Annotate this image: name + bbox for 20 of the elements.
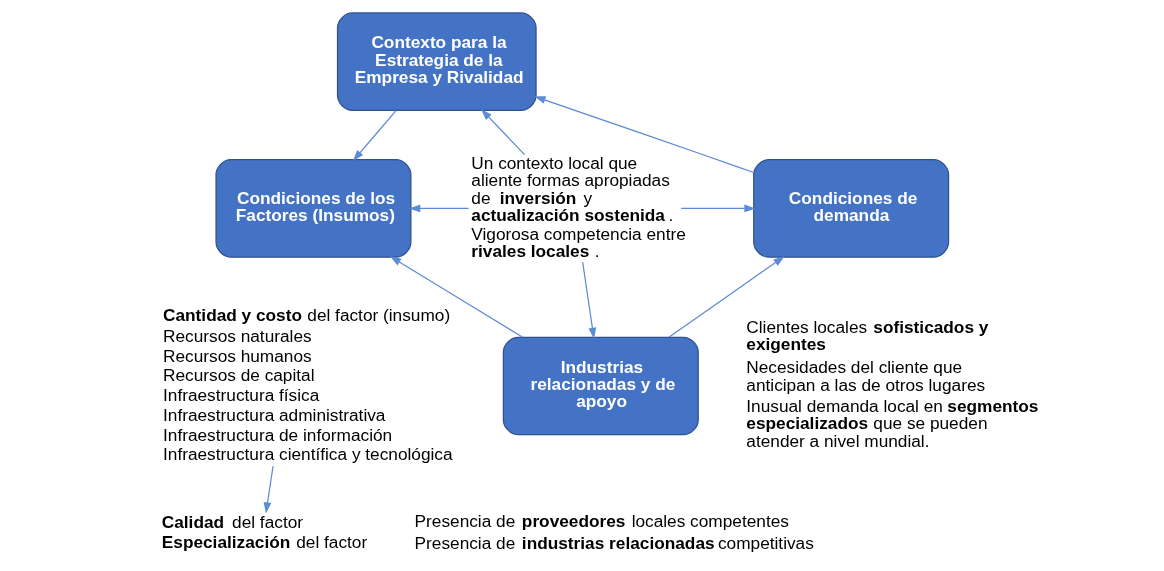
arrow xyxy=(680,204,756,213)
label: Inusual demanda local en segmentos especializados que se pueden atender a nivel mundial. xyxy=(746,396,1039,451)
node-text: Calidad del factor Especialización del factor xyxy=(161,512,368,552)
arrow xyxy=(352,109,397,161)
node-box: Contexto para la Estrategia de la Empresa y Rivalidad xyxy=(336,12,537,111)
arrow xyxy=(534,96,755,174)
label: Presencia de proveedores locales competentes xyxy=(414,510,789,531)
node-text: Cantidad y costo del factor (insumo) Recursos naturales Recursos humanos Recursos de capital Infraestructura física Infraestructura administrativa Infraestructura de información Infraestructura científica y tecnológica xyxy=(163,304,453,465)
arrow xyxy=(481,109,526,156)
label: Clientes locales sofisticados y exigentes xyxy=(746,317,989,355)
label: Presencia de industrias relacionadas competitivas xyxy=(414,533,814,554)
arrow xyxy=(263,465,274,514)
arrow xyxy=(390,256,524,338)
arrow xyxy=(582,261,597,339)
node-box: Industrias relacionadas y de apoyo xyxy=(502,336,699,436)
node-box: Condiciones de los Factores (Insumos) xyxy=(215,159,412,258)
node-text: Un contexto local que aliente formas apropiadas de inversión y actualización sostenida. Vigorosa competencia entre rivales locales. xyxy=(471,153,686,261)
node-box: Condiciones de demanda xyxy=(753,159,950,258)
arrow xyxy=(668,256,785,338)
arrow xyxy=(409,204,470,213)
